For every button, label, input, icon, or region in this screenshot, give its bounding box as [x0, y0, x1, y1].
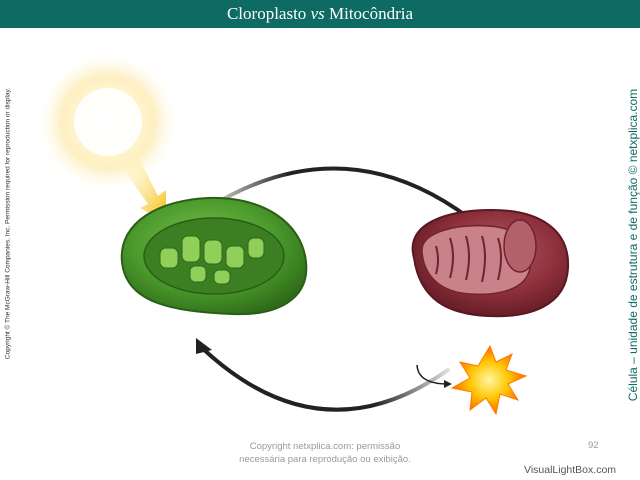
sun-icon	[36, 50, 180, 194]
watermark: VisualLightBox.com	[524, 464, 617, 476]
chloroplast-icon	[120, 196, 308, 316]
page-number: 92	[588, 440, 599, 451]
energy-burst-icon	[450, 344, 528, 416]
mitochondrion-icon	[411, 208, 570, 318]
footer-note: Copyright netxplica.com: permissão neces…	[215, 440, 435, 466]
arrow-to-chloroplast	[196, 338, 450, 412]
copyright-notice-vertical: Copyright © The McGraw-Hill Companies, I…	[4, 87, 12, 360]
title-mitochondria: Mitocôndria	[328, 4, 414, 23]
diagram-canvas	[36, 50, 570, 416]
title-bar: Cloroplasto vs Mitocôndria	[0, 0, 640, 28]
title-chloroplast: Cloroplasto	[226, 4, 307, 23]
side-credit: Célula – unidade de estrutura e de funçã…	[626, 88, 640, 402]
footer-line-1: Copyright netxplica.com: permissão	[249, 441, 401, 452]
light-arrow-icon	[124, 160, 166, 222]
title-vs: vs	[310, 4, 325, 23]
arrow-to-energy	[416, 364, 452, 388]
footer-line-2: necessária para reprodução ou exibição.	[239, 454, 411, 465]
